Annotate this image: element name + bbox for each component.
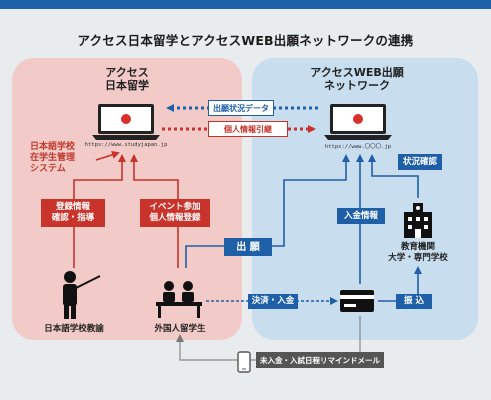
left-url: https://www.studyjapan.jp	[84, 142, 168, 148]
right-laptop-icon	[324, 104, 392, 140]
school-building-icon	[404, 203, 432, 238]
left-heading-line2: 日本留学	[105, 79, 149, 92]
payment-card-icon	[340, 290, 374, 312]
left-panel-heading: アクセス 日本留学	[105, 66, 149, 92]
application-label: 出 願	[224, 238, 272, 256]
student-management-system: 日本語学校 在学生管理 システム	[30, 142, 75, 175]
personal-info-label: 個人情報引継	[208, 121, 288, 137]
institution-line1: 教育機関	[400, 242, 436, 252]
top-accent-bar	[0, 0, 491, 9]
institution-label: 教育機関 大学・専門学校	[388, 242, 448, 264]
payment-info-label: 入金情報	[337, 208, 385, 224]
event-line1: イベント参加	[149, 202, 201, 212]
registration-line1: 登録情報	[55, 202, 90, 212]
transfer-label: 振 込	[396, 294, 432, 309]
status-check-label: 状況確認	[398, 154, 442, 170]
registration-line2: 確認・指導	[51, 213, 95, 223]
left-laptop-icon	[92, 104, 160, 140]
student-icon	[156, 281, 202, 318]
system-line2: 在学生管理	[30, 153, 76, 163]
system-line1: 日本語学校	[30, 142, 76, 152]
registration-info-label: 登録情報 確認・指導	[41, 199, 105, 227]
phone-icon	[237, 351, 251, 373]
right-url: https://www.〇〇〇.jp	[324, 144, 392, 150]
event-line2: 個人情報登録	[149, 213, 201, 223]
event-registration-label: イベント参加 個人情報登録	[140, 199, 210, 227]
teacher-label: 日本語学校教諭	[44, 324, 104, 334]
right-heading-line2: ネットワーク	[323, 79, 390, 92]
left-heading-line1: アクセス	[105, 66, 149, 79]
right-heading-line1: アクセスWEB出願	[310, 66, 404, 79]
student-label: 外国人留学生	[154, 324, 206, 334]
application-arrow	[185, 154, 350, 268]
reminder-mail-label: 未入金・入試日程リマインドメール	[256, 352, 384, 368]
system-line3: システム	[30, 164, 66, 174]
teacher-icon	[63, 271, 101, 319]
status-data-label: 出願状況データ	[208, 100, 274, 116]
institution-line2: 大学・専門学校	[388, 253, 448, 263]
settlement-label: 決済・入金	[248, 294, 298, 309]
diagram-title: アクセス日本留学とアクセスWEB出願ネットワークの連携	[77, 33, 414, 48]
status-check-arrow	[368, 154, 419, 198]
system-to-laptop-arrow	[95, 151, 120, 161]
right-panel-heading: アクセスWEB出願 ネットワーク	[310, 66, 403, 92]
